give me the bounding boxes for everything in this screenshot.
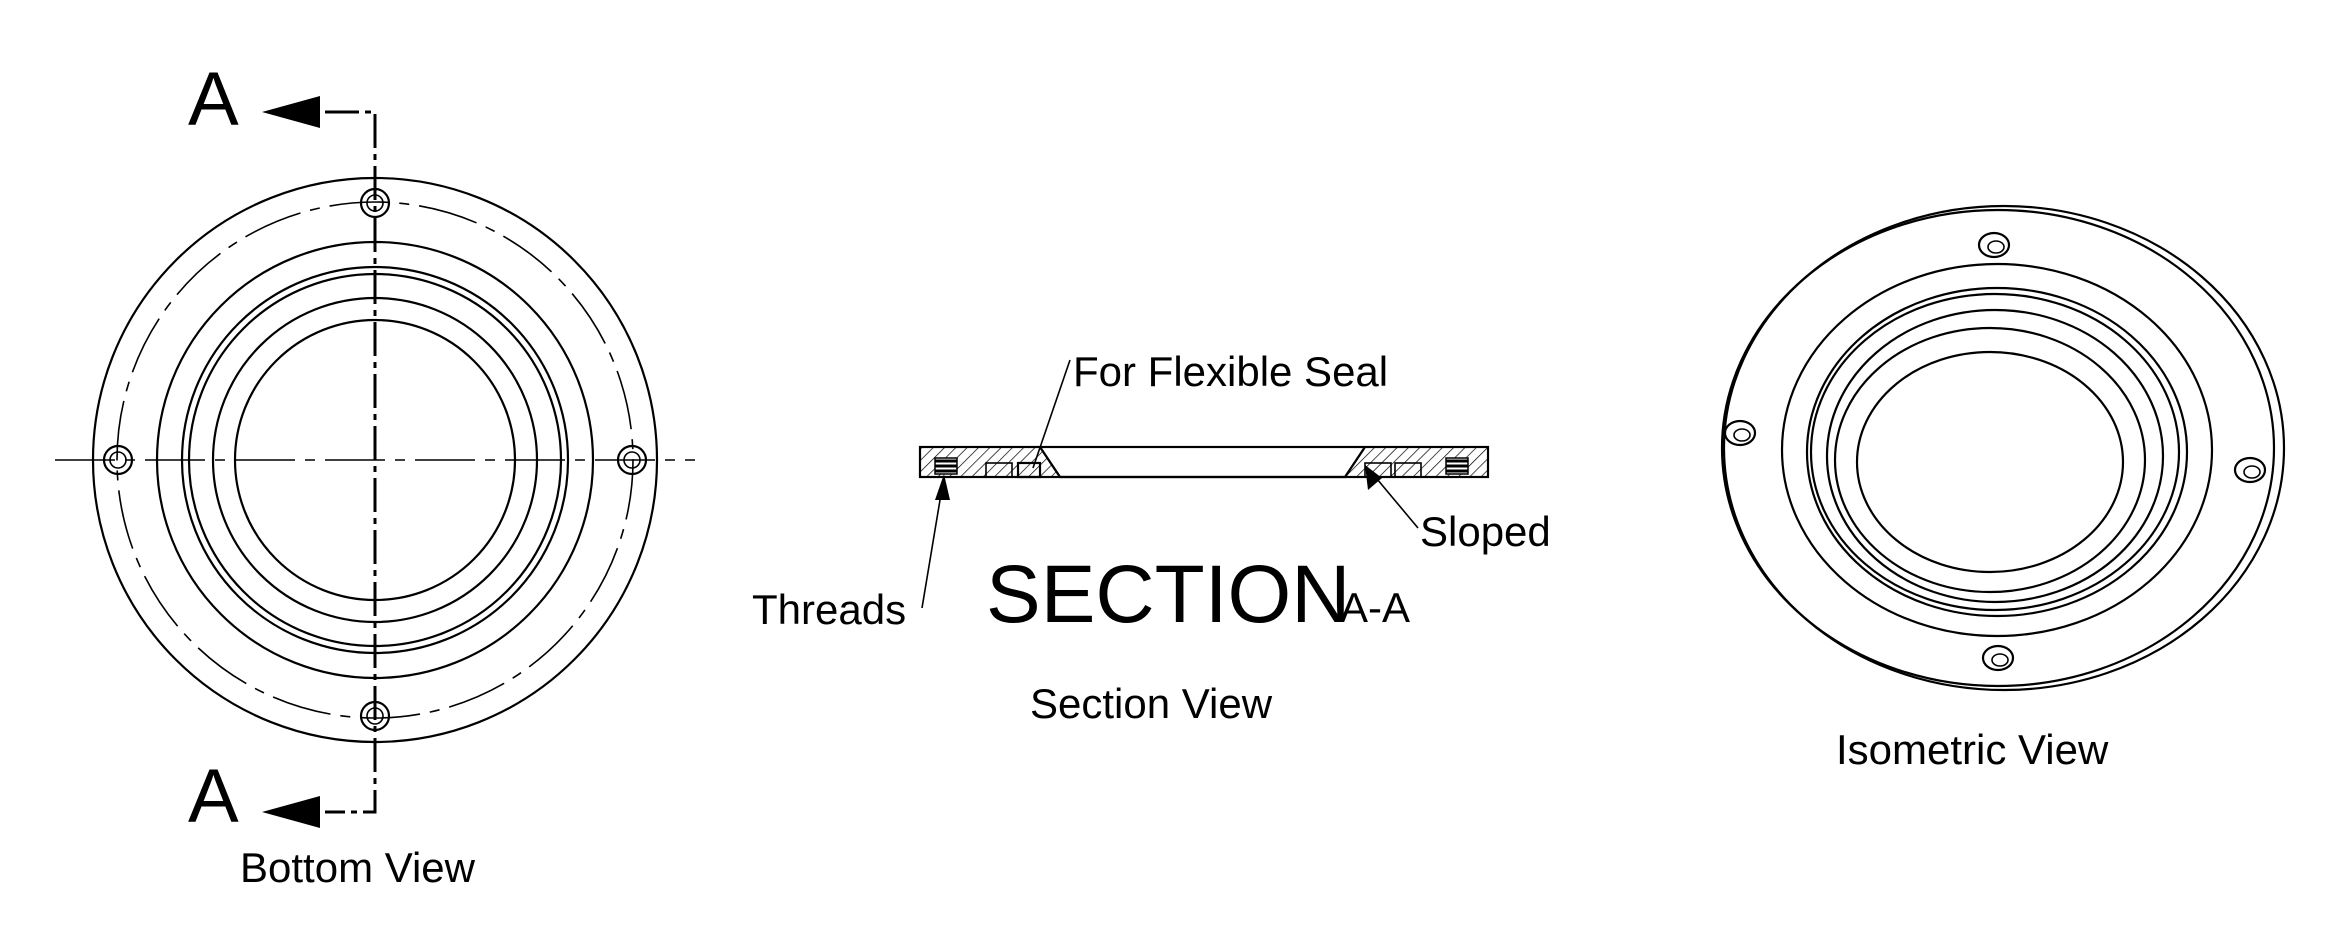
seal-leader-line: [1032, 359, 1071, 469]
sloped-leader-line: [1371, 472, 1419, 529]
isometric-view: Isometric View: [1720, 204, 2286, 773]
right-groove-2: [1394, 462, 1422, 478]
seal-groove: [1016, 461, 1042, 479]
section-view: For Flexible Seal Threads Sloped SECTION…: [752, 348, 1551, 727]
section-letter-bottom: A: [188, 754, 239, 839]
iso-bolt-hole-top: [1977, 231, 2011, 259]
sloped-arrow: [1365, 465, 1382, 490]
iso-ring-4: [1825, 308, 2165, 604]
isometric-view-caption: Isometric View: [1836, 726, 2109, 773]
seal-callout: For Flexible Seal: [1073, 348, 1388, 395]
iso-bolt-hole-left: [1723, 419, 1757, 447]
flange-back-edge: [1722, 204, 2286, 692]
iso-ring-2: [1805, 286, 2189, 618]
sloped-callout: Sloped: [1420, 508, 1551, 555]
seal-groove-inner: [985, 462, 1013, 478]
threads-arrow: [935, 474, 950, 500]
section-arrow-top: [262, 96, 320, 128]
iso-ring-1: [1780, 262, 2214, 638]
iso-bore: [1855, 350, 2125, 574]
threads-right: [1445, 457, 1469, 475]
iso-bolt-hole-right: [2233, 456, 2267, 484]
threads-leader-line: [921, 481, 944, 609]
bottom-view-caption: Bottom View: [240, 844, 476, 891]
section-view-caption: Section View: [1030, 680, 1273, 727]
iso-bolt-hole-bottom: [1981, 644, 2015, 672]
section-title-suffix: A-A: [1340, 584, 1410, 631]
threads-callout: Threads: [752, 586, 906, 633]
threads-left: [934, 457, 958, 475]
flange-front-edge: [1720, 208, 2276, 688]
iso-ring-5: [1833, 326, 2147, 594]
bolt-hole-left: [102, 444, 134, 476]
section-arrow-bottom: [262, 796, 320, 828]
bottom-view: A A Bottom View: [55, 57, 695, 891]
iso-ring-3: [1809, 292, 2181, 612]
section-title: SECTION: [986, 549, 1350, 640]
center-bore: [1039, 446, 1366, 479]
bolt-hole-right: [616, 444, 648, 476]
section-letter-top: A: [188, 57, 239, 142]
cutting-plane-line: [325, 110, 377, 814]
